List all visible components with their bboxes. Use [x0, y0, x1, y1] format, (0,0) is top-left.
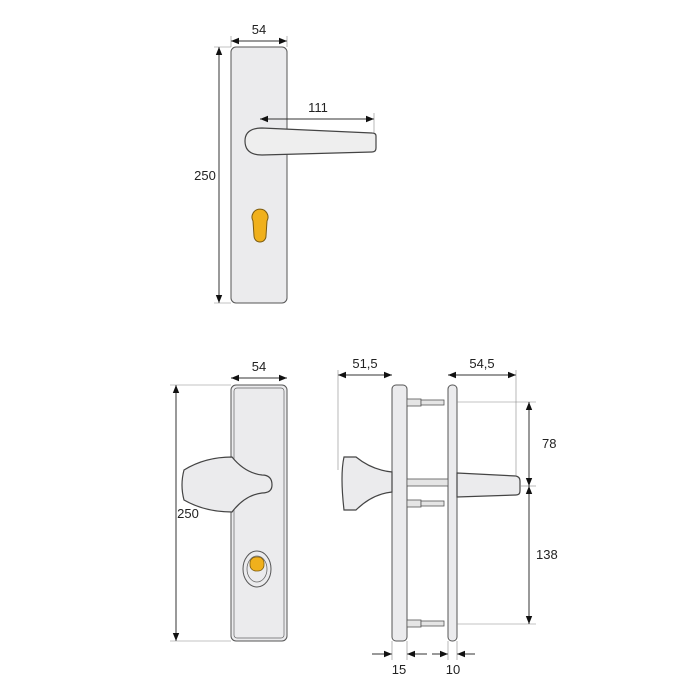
cylinder-key-icon: [249, 556, 265, 572]
dim-138: 138: [536, 547, 558, 562]
side-knob: [341, 456, 393, 511]
dim-width-54: 54: [252, 359, 266, 374]
dim-lever-111: 111: [308, 100, 328, 115]
dim-51-5: 51,5: [352, 356, 377, 371]
inner-plate: [447, 384, 458, 642]
dim-15: 15: [392, 662, 406, 677]
side-view: 51,5 54,5 78 138 15 10: [337, 356, 558, 677]
keyhole-icon: [251, 208, 269, 243]
outer-plate: [391, 384, 408, 642]
dim-height-250: 250: [177, 506, 199, 521]
knob-front-view: 54 250: [170, 359, 288, 642]
knob-plate: [230, 384, 288, 642]
knob: [181, 456, 273, 513]
dim-10: 10: [446, 662, 460, 677]
side-lever: [456, 472, 521, 498]
lever-handle: [244, 127, 377, 156]
back-plate: [230, 46, 288, 304]
dim-78: 78: [542, 436, 556, 451]
lever-handle-front-view: 54 250 111: [194, 22, 377, 304]
dim-height-250: 250: [194, 168, 216, 183]
dim-width-54: 54: [252, 22, 266, 37]
dim-54-5: 54,5: [469, 356, 494, 371]
